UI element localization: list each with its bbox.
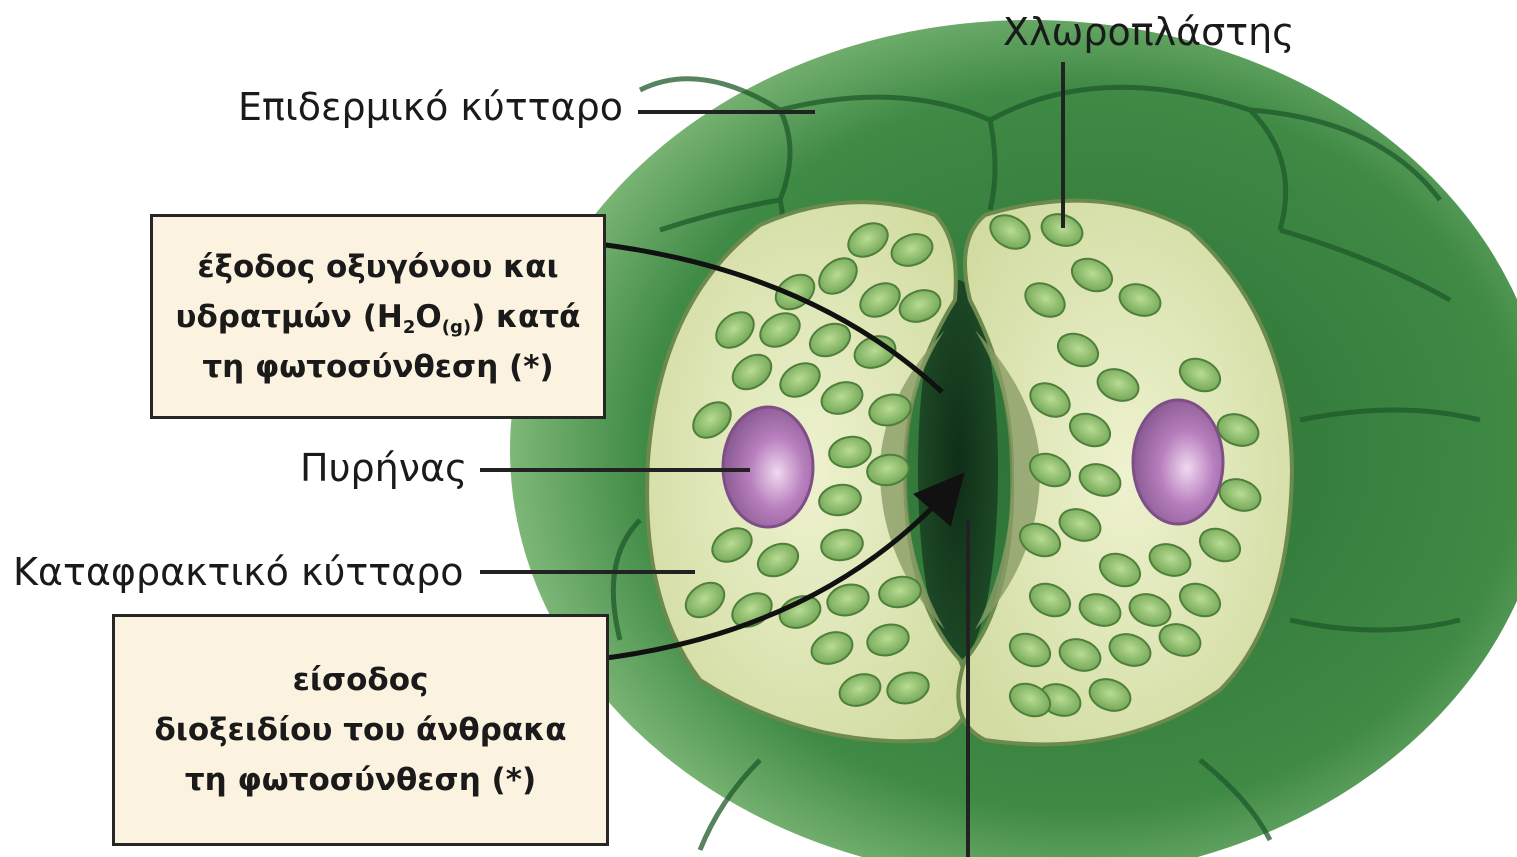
label-epidermal-cell: Επιδερμικό κύτταρο: [238, 88, 623, 126]
co2-entry-line2: διοξειδίου του άνθρακα: [115, 705, 606, 755]
co2-entry-line1: είσοδος: [115, 655, 606, 705]
oxygen-exit-line2: υδρατμών (H2O(g)) κατά: [153, 292, 603, 342]
oxygen-exit-line1: έξοδος οξυγόνου και: [153, 242, 603, 292]
label-nucleus: Πυρήνας: [300, 449, 467, 487]
oxygen-exit-box: έξοδος οξυγόνου και υδρατμών (H2O(g)) κα…: [150, 214, 606, 419]
label-guard-cell: Καταφρακτικό κύτταρο: [13, 553, 464, 591]
nucleus-left: [723, 407, 813, 527]
label-chloroplast: Χλωροπλάστης: [1003, 13, 1294, 51]
nucleus-right: [1133, 400, 1223, 524]
co2-entry-line3: τη φωτοσύνθεση (*): [115, 755, 606, 805]
co2-entry-box: είσοδος διοξειδίου του άνθρακα τη φωτοσύ…: [112, 614, 609, 846]
oxygen-exit-line3: τη φωτοσύνθεση (*): [153, 342, 603, 392]
